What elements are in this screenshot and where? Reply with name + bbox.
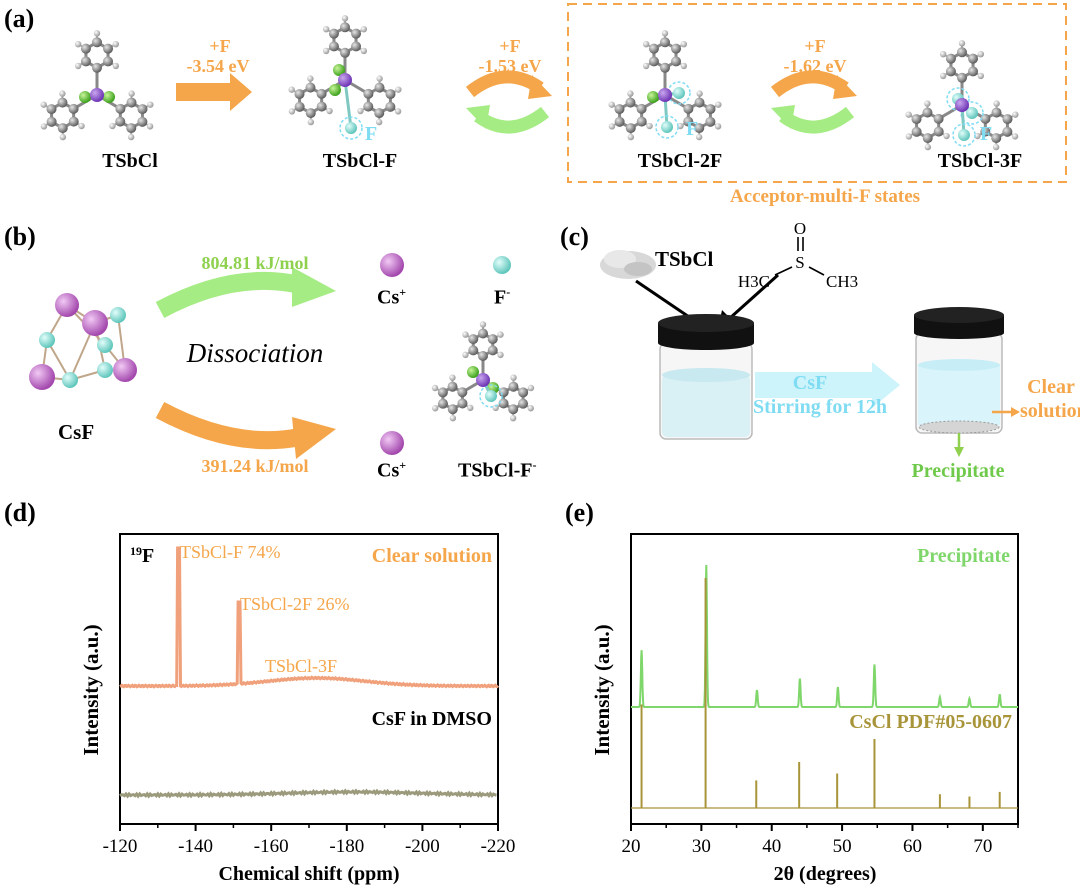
panel-a-graphics xyxy=(40,3,1067,183)
xrd-precipitate-line xyxy=(631,564,1018,708)
molecule-tsbcl-2f xyxy=(608,30,722,141)
nmr-dmso-line xyxy=(119,788,497,799)
clear-label-1: Clear xyxy=(1027,376,1075,398)
arrow-step-1 xyxy=(176,73,252,111)
step3-add: +F xyxy=(804,36,826,56)
nmr-chart: -120 -140 -160 -180 -200 -220 Intensity (a.u.… xyxy=(79,533,516,885)
cs-plus-top: Cs+ xyxy=(377,285,407,309)
xrd-tick-label: 30 xyxy=(692,836,711,857)
nmr-annot-3: TSbCl-3F xyxy=(265,656,337,676)
xrd-legend-precip: Precipitate xyxy=(917,545,1010,567)
step3-energy: -1.62 eV xyxy=(783,56,847,76)
acceptor-box xyxy=(567,3,1067,183)
nmr-tick-label: -220 xyxy=(481,836,516,857)
dmso-right: CH3 xyxy=(826,272,858,291)
nmr-tick-label: -120 xyxy=(103,836,138,857)
nmr-tick-label: -160 xyxy=(254,836,289,857)
mol-name-4: TSbCl-3F xyxy=(937,150,1023,172)
cs-ion-top xyxy=(380,253,404,277)
f-ion xyxy=(493,256,511,274)
nmr-legend-dmso: CsF in DMSO xyxy=(372,708,492,730)
xrd-tick-label: 50 xyxy=(833,836,852,857)
nmr-annot-2: TSbCl-2F 26% xyxy=(240,594,350,614)
nmr-tick-label: -180 xyxy=(329,836,364,857)
cycle-arrow-forward-2 xyxy=(465,70,544,98)
f-label-1: F xyxy=(365,123,378,145)
molecule-tsbcl-f xyxy=(288,15,402,140)
panel-b-graphics xyxy=(29,253,535,459)
step1-energy: -3.54 eV xyxy=(186,56,250,76)
csf-label: CsF xyxy=(58,420,95,444)
panel-a-label: (a) xyxy=(4,4,35,33)
clear-label-2: solution xyxy=(1020,400,1080,422)
cs-plus-bottom: Cs+ xyxy=(377,458,407,482)
panel-c-label: (c) xyxy=(560,222,589,251)
panel-d-label: (d) xyxy=(4,498,36,527)
f-minus: F- xyxy=(494,285,511,309)
xrd-ylabel: Intensity (a.u.) xyxy=(590,624,614,755)
dmso-o: O xyxy=(794,219,806,238)
stirring-arrow xyxy=(755,362,900,408)
cs-ion-bottom xyxy=(380,431,404,455)
xrd-frame xyxy=(630,533,1019,825)
xrd-xlabel: 2θ (degrees) xyxy=(774,863,877,885)
dmso-s: S xyxy=(795,253,804,272)
nmr-clear-solution-line xyxy=(119,546,500,689)
step2-add: +F xyxy=(499,36,521,56)
acceptor-caption: Acceptor-multi-F states xyxy=(729,186,921,207)
vial-initial xyxy=(658,314,754,440)
dissociation-arrow-orange xyxy=(155,402,302,450)
dmso-structure xyxy=(774,237,825,276)
cycle-arrow-forward-3 xyxy=(770,70,849,98)
molecule-tsbcl-f-anion xyxy=(431,321,535,422)
panel-b-label: (b) xyxy=(4,222,36,251)
f-label-2: F xyxy=(686,118,699,140)
nmr-annot-1: TSbCl-F 74% xyxy=(180,542,281,562)
f-label-3: F xyxy=(980,123,993,145)
nmr-xlabel: Chemical shift (ppm) xyxy=(218,863,399,885)
xrd-tick-label: 40 xyxy=(762,836,781,857)
nmr-legend-clear: Clear solution xyxy=(372,545,492,567)
vial-final xyxy=(914,307,1004,434)
xrd-legend-ref: CsCl PDF#05-0607 xyxy=(849,711,1012,733)
mol-name-2: TSbCl-F xyxy=(322,150,398,172)
molecule-tsbcl xyxy=(40,30,154,141)
precipitate-label: Precipitate xyxy=(911,460,1005,482)
tsbcl-f-minus: TSbCl-F- xyxy=(458,458,537,482)
xrd-tick-label: 20 xyxy=(622,836,641,857)
step1-add: +F xyxy=(209,36,231,56)
step2-energy: -1.53 eV xyxy=(478,56,542,76)
mol-name-1: TSbCl xyxy=(102,150,158,172)
energy-bottom: 391.24 kJ/mol xyxy=(201,456,309,476)
panel-e-label: (e) xyxy=(565,498,594,527)
stirring-label: Stirring for 12h xyxy=(752,396,888,418)
molecule-tsbcl-3f xyxy=(905,40,1019,151)
dmso-left: H3C xyxy=(738,272,770,291)
powder-icon xyxy=(600,250,656,279)
mol-name-3: TSbCl-2F xyxy=(637,150,723,172)
panel-c-graphics: O S H3C CH3 xyxy=(600,219,1020,457)
nmr-nucleus: 19F xyxy=(130,544,154,567)
nmr-tick-label: -140 xyxy=(178,836,213,857)
dissociation-text: Dissociation xyxy=(186,338,324,368)
xrd-tick-label: 60 xyxy=(903,836,922,857)
energy-top: 804.81 kJ/mol xyxy=(201,253,309,273)
nmr-tick-label: -200 xyxy=(405,836,440,857)
xrd-tick-label: 70 xyxy=(973,836,992,857)
dissociation-arrow-green xyxy=(155,271,303,318)
with-tsbcl: with TSbCl xyxy=(213,396,297,415)
csf-reagent: CsF xyxy=(792,372,828,394)
nmr-ylabel: Intensity (a.u.) xyxy=(79,624,103,755)
xrd-chart: 20 30 40 50 60 70 Intensity (a.u.) 2θ (degree… xyxy=(590,533,1019,885)
powder-label: TSbCl xyxy=(655,247,714,271)
